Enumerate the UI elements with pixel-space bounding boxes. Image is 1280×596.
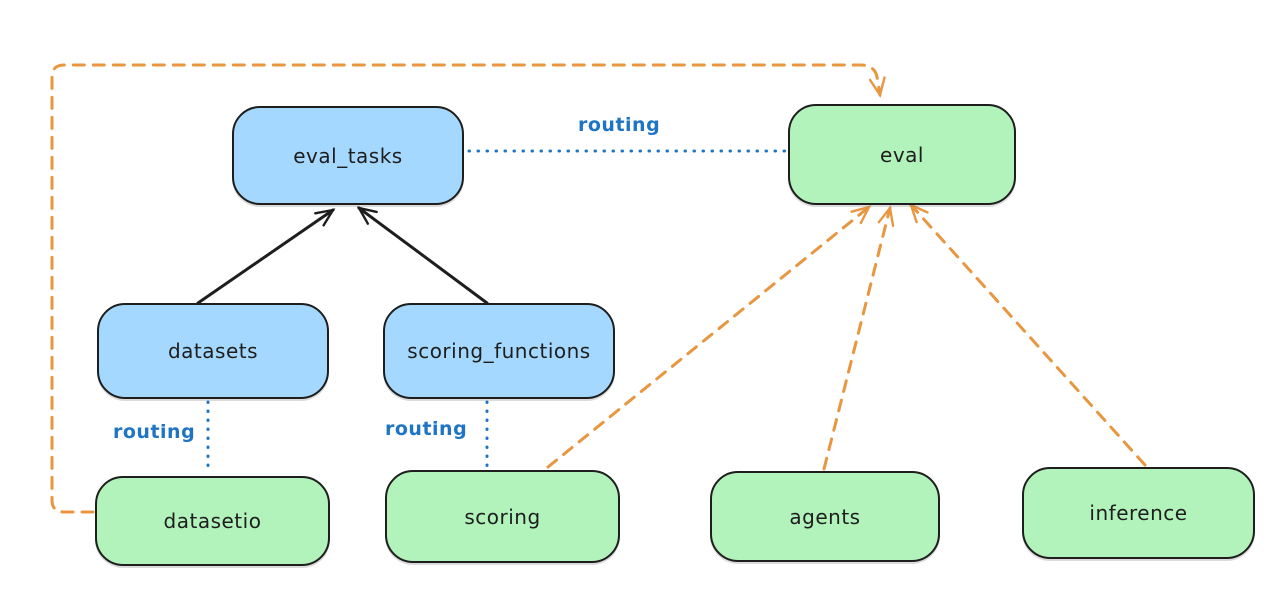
node-label-scoring: scoring (464, 504, 541, 529)
node-label-scoring-functions: scoring_functions (407, 339, 591, 363)
edge-inference-to-eval (911, 205, 1147, 467)
node-label-inference: inference (1089, 501, 1188, 525)
edge-agents-to-eval (822, 208, 890, 471)
edge-scoring-to-eval (546, 207, 869, 469)
node-label-datasetio: datasetio (163, 509, 262, 533)
edge-datasets-to-eval-tasks (196, 210, 333, 305)
node-inference: inference (1022, 467, 1255, 559)
node-label-eval: eval (880, 142, 924, 167)
node-scoring: scoring (385, 470, 620, 563)
node-label-agents: agents (789, 504, 861, 529)
node-datasetio: datasetio (95, 476, 330, 566)
node-agents: agents (710, 471, 940, 562)
node-eval-tasks: eval_tasks (232, 106, 464, 205)
node-label-eval-tasks: eval_tasks (293, 143, 403, 168)
edge-datasetio-to-eval (50, 63, 880, 514)
node-label-datasets: datasets (167, 339, 259, 363)
routing-label-eval-tasks-eval: routing (578, 114, 661, 136)
node-eval: eval (788, 104, 1016, 205)
edge-scoring-functions-to-eval-tasks (359, 208, 489, 305)
routing-label-datasets-datasetio: routing (113, 421, 196, 443)
routing-label-scoring-functions-scoring: routing (385, 418, 468, 440)
node-datasets: datasets (97, 303, 329, 399)
node-scoring-functions: scoring_functions (383, 303, 615, 399)
